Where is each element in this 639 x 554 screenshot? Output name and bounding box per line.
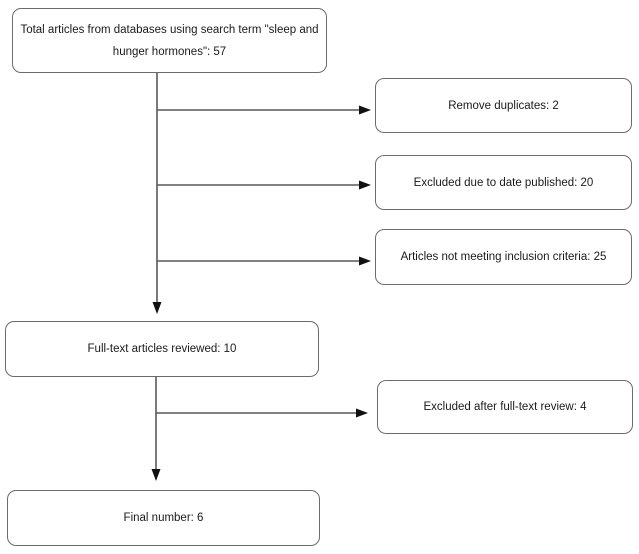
node-excluded-date-published: Excluded due to date published: 20 xyxy=(375,155,632,210)
node-final-number-label: Final number: 6 xyxy=(123,512,204,524)
arrow-total-to-date-published xyxy=(157,180,371,190)
arrowhead-right-icon xyxy=(356,408,368,418)
node-total-articles: Total articles from databases using sear… xyxy=(12,8,327,73)
node-excluded-date-published-label: Excluded due to date published: 20 xyxy=(413,176,594,189)
node-fulltext-reviewed-label: Full-text articles reviewed: 10 xyxy=(87,343,237,355)
node-final-number: Final number: 6 xyxy=(7,490,320,546)
arrow-total-to-inclusion-criteria xyxy=(157,256,371,266)
node-excluded-after-fulltext-review-label: Excluded after full-text review: 4 xyxy=(423,401,587,413)
arrowhead-down-icon xyxy=(152,302,162,314)
node-not-meeting-inclusion-criteria-label: Articles not meeting inclusion criteria:… xyxy=(400,251,607,263)
arrow-fulltext-to-fulltext-excluded xyxy=(156,408,368,418)
node-total-articles-label: Total articles from databases using sear… xyxy=(20,23,319,58)
node-remove-duplicates-label: Remove duplicates: 2 xyxy=(448,99,559,112)
node-fulltext-reviewed: Full-text articles reviewed: 10 xyxy=(5,321,319,377)
node-excluded-after-fulltext-review: Excluded after full-text review: 4 xyxy=(377,380,633,434)
node-remove-duplicates: Remove duplicates: 2 xyxy=(375,78,632,133)
arrowhead-right-icon xyxy=(359,256,371,266)
arrow-fulltext-to-final xyxy=(151,377,161,481)
arrowhead-right-icon xyxy=(359,180,371,190)
arrow-total-to-fulltext xyxy=(152,73,162,314)
node-not-meeting-inclusion-criteria: Articles not meeting inclusion criteria:… xyxy=(375,229,632,285)
arrow-total-to-duplicates xyxy=(157,105,371,115)
arrowhead-right-icon xyxy=(359,105,371,115)
arrowhead-down-icon xyxy=(151,469,161,481)
